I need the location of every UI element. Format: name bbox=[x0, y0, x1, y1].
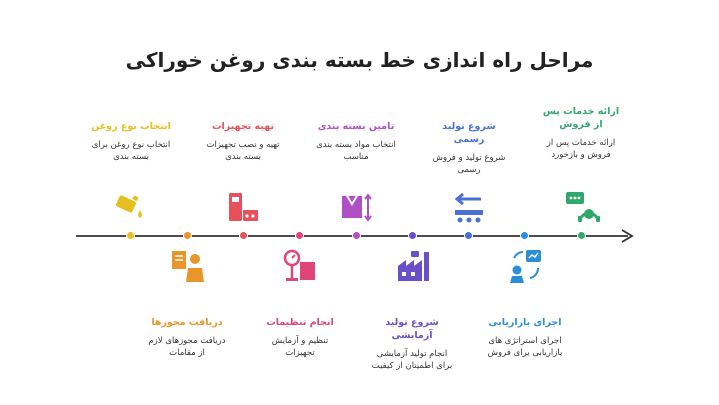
timeline-dot bbox=[464, 231, 473, 240]
timeline-dot bbox=[408, 231, 417, 240]
step-description: دریافت مجوزهای لازم از مقامات bbox=[148, 336, 226, 358]
step-description: تهیه و نصب تجهیزات بسته بندی bbox=[206, 140, 280, 162]
step-description: شروع تولید و فروش رسمی bbox=[432, 153, 506, 175]
timeline-dot bbox=[520, 231, 529, 240]
timeline-dot bbox=[295, 231, 304, 240]
step-label: تامین بسته بندی bbox=[317, 121, 395, 132]
step-description: انجام تولید آزمایشی برای اطمینان از کیفی… bbox=[371, 349, 453, 371]
machine-icon bbox=[229, 193, 258, 221]
step-marketing: اجرای بازاریابی اجرای استراتژی های بازار… bbox=[482, 316, 568, 359]
timeline-dot bbox=[183, 231, 192, 240]
step-official-production: شروع تولید رسمی شروع تولید و فروش رسمی bbox=[426, 120, 512, 176]
package-icon bbox=[342, 193, 372, 222]
timeline-dot bbox=[239, 231, 248, 240]
step-label: تهیه تجهیزات bbox=[211, 121, 275, 132]
scale-icon bbox=[283, 249, 315, 281]
timeline-dot bbox=[577, 231, 586, 240]
step-label: انتخاب نوع روغن bbox=[91, 121, 171, 132]
step-select-oil: انتخاب نوع روغن انتخاب نوع روغن برای بست… bbox=[88, 120, 174, 163]
step-packaging: تامین بسته بندی انتخاب مواد بسته بندی من… bbox=[313, 120, 399, 163]
step-equipment: تهیه تجهیزات تهیه و نصب تجهیزات بسته بند… bbox=[200, 120, 286, 163]
step-description: ارائه خدمات پس از فروش و بازخورد bbox=[546, 138, 616, 160]
step-description: تنظیم و آزمایش تجهیزات bbox=[271, 336, 329, 358]
step-label: اجرای بازاریابی bbox=[488, 317, 562, 328]
step-label: شروع تولید آزمایشی bbox=[385, 317, 439, 341]
conveyor-icon bbox=[454, 192, 483, 223]
factory-icon bbox=[398, 251, 429, 281]
timeline-dot bbox=[352, 231, 361, 240]
step-description: انتخاب نوع روغن برای بسته بندی bbox=[91, 140, 171, 162]
marketing-icon bbox=[510, 250, 541, 283]
step-label: ارائه خدمات پس از فروش bbox=[542, 106, 620, 130]
step-settings: انجام تنظیمات تنظیم و آزمایش تجهیزات bbox=[257, 316, 343, 359]
support-icon bbox=[566, 192, 600, 222]
step-description: انتخاب مواد بسته بندی مناسب bbox=[316, 140, 396, 162]
step-trial-production: شروع تولید آزمایشی انجام تولید آزمایشی ب… bbox=[369, 316, 455, 372]
step-after-sales: ارائه خدمات پس از فروش ارائه خدمات پس از… bbox=[538, 105, 624, 161]
timeline-dot bbox=[126, 231, 135, 240]
step-licenses: دریافت مجوزها دریافت مجوزهای لازم از مقا… bbox=[144, 316, 230, 359]
page-title: مراحل راه اندازی خط بسته بندی روغن خوراک… bbox=[125, 48, 594, 72]
step-label: دریافت مجوزها bbox=[151, 317, 223, 328]
step-label: شروع تولید رسمی bbox=[442, 121, 496, 145]
oil-pour-icon bbox=[115, 195, 142, 218]
step-label: انجام تنظیمات bbox=[266, 317, 334, 328]
license-icon bbox=[172, 251, 204, 282]
step-description: اجرای استراتژی های بازاریابی برای فروش bbox=[487, 336, 563, 358]
